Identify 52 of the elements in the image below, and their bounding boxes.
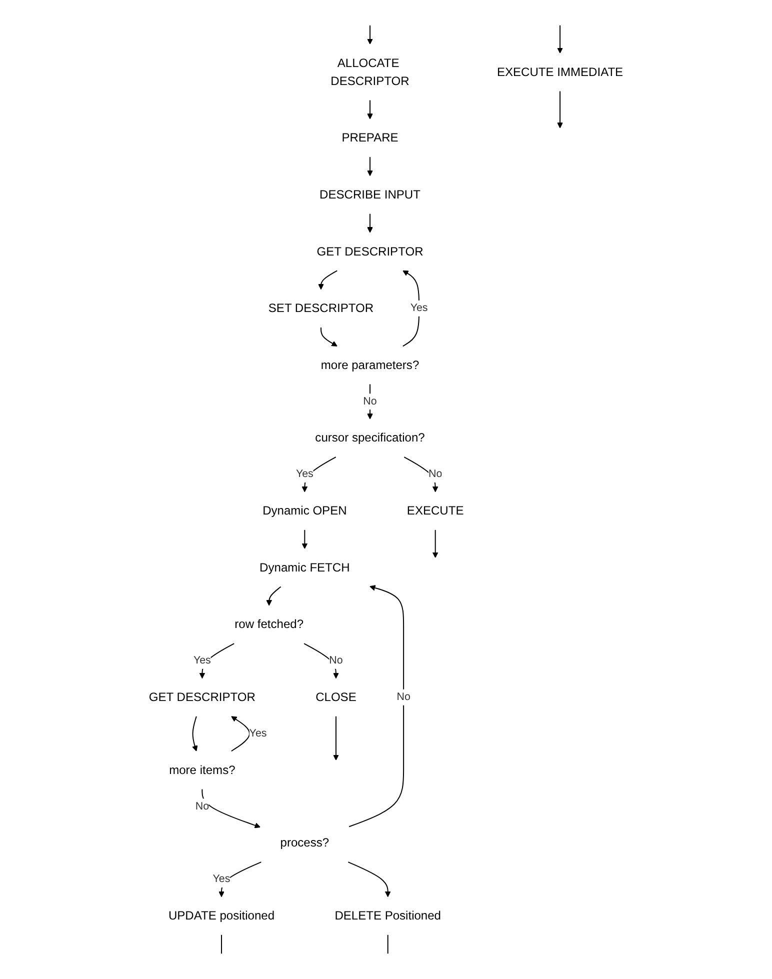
arrow <box>230 716 250 752</box>
edge-label: No <box>329 654 343 666</box>
edge-label: No <box>195 800 210 812</box>
step-label: DESCRIBE INPUT <box>320 188 420 202</box>
arrow <box>557 24 563 54</box>
step-label: SET DESCRIPTOR <box>268 301 374 315</box>
step-label: more items? <box>169 763 236 777</box>
arrow <box>202 788 260 828</box>
arrow <box>367 100 373 120</box>
edge-label: Yes <box>296 468 314 480</box>
step-label: Dynamic FETCH <box>260 560 350 574</box>
arrow <box>192 716 198 752</box>
step-label: GET DESCRIPTOR <box>316 244 424 258</box>
edge-label: Yes <box>249 728 267 740</box>
arrow <box>266 586 282 606</box>
step-label: EXECUTE IMMEDIATE <box>496 65 624 79</box>
arrow <box>302 529 308 549</box>
edge-label: Yes <box>193 654 211 666</box>
arrow <box>333 716 339 760</box>
step-label: EXECUTE <box>406 504 464 518</box>
arrow <box>557 90 563 128</box>
arrow <box>304 643 339 679</box>
edge-label: No <box>428 468 442 480</box>
arrow <box>348 862 391 898</box>
arrow <box>218 862 262 898</box>
edge-label: Yes <box>212 873 230 885</box>
edge-label: No <box>363 396 377 407</box>
step-label: row fetched? <box>234 617 304 631</box>
arrow <box>318 270 338 290</box>
edge-label: Yes <box>410 302 428 314</box>
arrow <box>367 384 373 420</box>
step-label: DELETE Positioned <box>334 908 441 922</box>
arrow <box>199 643 235 679</box>
step-label: Dynamic OPEN <box>262 504 347 518</box>
arrow <box>320 326 338 346</box>
step-label: process? <box>280 836 330 850</box>
step-label: PREPARE <box>342 130 398 144</box>
step-label: GET DESCRIPTOR <box>148 690 256 704</box>
arrow <box>367 156 373 176</box>
arrow <box>367 24 373 44</box>
arrow <box>348 585 404 828</box>
step-label: UPDATE positioned <box>168 908 275 922</box>
step-label: more parameters? <box>320 358 420 372</box>
step-label: ALLOCATE DESCRIPTOR <box>330 56 410 88</box>
step-label: CLOSE <box>316 690 356 704</box>
arrow <box>432 529 438 558</box>
step-label: cursor specification? <box>315 431 425 444</box>
arrow <box>302 456 336 492</box>
arrow <box>402 270 420 347</box>
arrow <box>404 456 438 492</box>
edge-label: No <box>396 691 410 703</box>
arrow <box>367 213 373 233</box>
